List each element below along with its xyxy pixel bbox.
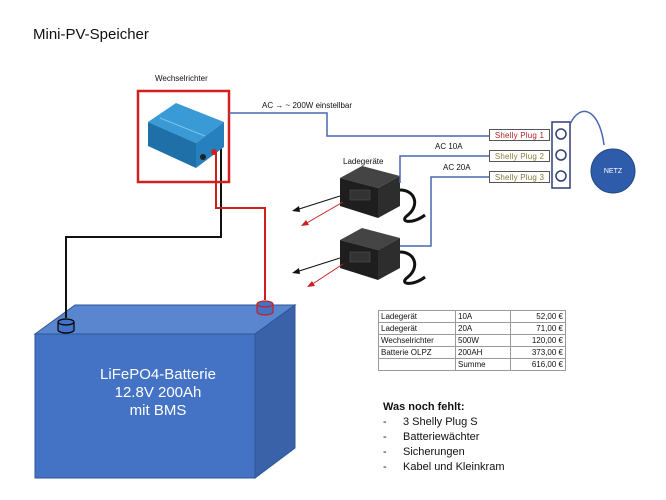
ac-main-label: AC → ~ 200W einstellbar xyxy=(262,101,353,110)
grid-wire xyxy=(569,110,605,146)
grid-label: NETZ xyxy=(603,168,623,175)
total-price: 616,00 € xyxy=(510,358,566,371)
positive-terminal xyxy=(256,300,274,316)
item-spec: 500W xyxy=(455,334,511,347)
item-spec: 10A xyxy=(455,310,511,323)
item-price: 120,00 € xyxy=(510,334,566,347)
socket-strip xyxy=(551,121,571,189)
list-item: -Kabel und Kleinkram xyxy=(383,461,505,473)
page-title: Mini-PV-Speicher xyxy=(33,26,149,43)
shelly-plug-1: Shelly Plug 1 xyxy=(489,129,550,141)
item-name: Batterie OLPZ xyxy=(378,346,456,359)
table-row: Ladegerät 20A 71,00 € xyxy=(378,322,566,335)
missing-title: Was noch fehlt: xyxy=(383,401,465,413)
missing-list: Was noch fehlt: -3 Shelly Plug S -Batter… xyxy=(383,401,505,475)
battery-label: LiFePO4-Batterie 12.8V 200Ah mit BMS xyxy=(58,366,258,420)
ac-wire-charger-2 xyxy=(400,176,489,247)
table-row: Summe 616,00 € xyxy=(378,358,566,371)
ac-wire-inverter xyxy=(229,112,489,137)
positive-wire xyxy=(215,150,266,300)
grid-circle xyxy=(590,148,636,194)
list-item: -Batteriewächter xyxy=(383,431,480,443)
battery-bms: mit BMS xyxy=(129,402,187,419)
total-label: Summe xyxy=(455,358,511,371)
charger-1 xyxy=(340,166,426,223)
item-name: Ladegerät xyxy=(378,322,456,335)
cost-table: Ladegerät 10A 52,00 € Ladegerät 20A 71,0… xyxy=(378,310,566,371)
table-row: Wechselrichter 500W 120,00 € xyxy=(378,334,566,347)
inverter-device xyxy=(148,103,224,168)
ac-10a-label: AC 10A xyxy=(435,142,463,151)
list-item-label: Sicherungen xyxy=(403,446,465,458)
item-name: Wechselrichter xyxy=(378,334,456,347)
chargers-label: Ladegeräte xyxy=(343,157,384,166)
item-name xyxy=(378,358,456,371)
charger-1-output-arrows xyxy=(292,195,344,226)
inverter-frame xyxy=(136,89,231,184)
list-item-label: 3 Shelly Plug S xyxy=(403,416,478,428)
ac-20a-label: AC 20A xyxy=(443,163,471,172)
item-price: 373,00 € xyxy=(510,346,566,359)
list-item-label: Kabel und Kleinkram xyxy=(403,461,505,473)
item-name: Ladegerät xyxy=(378,310,456,323)
list-item: -Sicherungen xyxy=(383,446,465,458)
item-spec: 200AH xyxy=(455,346,511,359)
inverter-label: Wechselrichter xyxy=(155,74,208,83)
negative-wire xyxy=(65,140,222,318)
list-item: -3 Shelly Plug S xyxy=(383,416,478,428)
charger-2-output-arrows xyxy=(292,257,344,287)
shelly-plug-3: Shelly Plug 3 xyxy=(489,171,550,183)
item-spec: 20A xyxy=(455,322,511,335)
battery-spec: 12.8V 200Ah xyxy=(114,384,202,401)
charger-2 xyxy=(340,228,426,285)
item-price: 71,00 € xyxy=(510,322,566,335)
battery-box xyxy=(33,304,297,479)
negative-terminal xyxy=(57,318,75,334)
battery-type: LiFePO4-Batterie xyxy=(100,366,216,383)
list-item-label: Batteriewächter xyxy=(403,431,480,443)
ac-wire-charger-1 xyxy=(399,155,489,183)
table-row: Batterie OLPZ 200AH 373,00 € xyxy=(378,346,566,359)
shelly-plug-2: Shelly Plug 2 xyxy=(489,150,550,162)
item-price: 52,00 € xyxy=(510,310,566,323)
table-row: Ladegerät 10A 52,00 € xyxy=(378,310,566,323)
